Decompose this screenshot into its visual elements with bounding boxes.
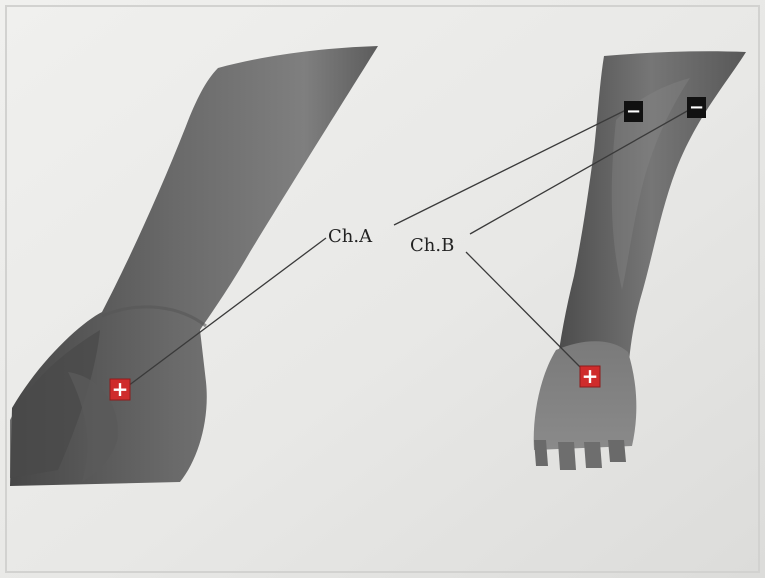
channel-b-label: Ch.B [410, 235, 454, 256]
negative-symbol-a: − [626, 101, 641, 122]
right-finger-1 [534, 440, 548, 466]
electrode-ch-a-positive: + [110, 377, 130, 401]
positive-symbol-right: + [582, 364, 599, 388]
positive-symbol-left: + [112, 377, 129, 401]
right-finger-4 [608, 440, 626, 462]
right-finger-3 [584, 442, 602, 468]
electrode-ch-a-negative: − [624, 101, 643, 122]
negative-symbol-b: − [689, 97, 704, 118]
right-finger-2 [558, 442, 576, 470]
electrode-ch-b-positive: + [580, 364, 600, 388]
channel-a-label: Ch.A [328, 226, 373, 247]
electrode-ch-b-negative: − [687, 97, 706, 118]
